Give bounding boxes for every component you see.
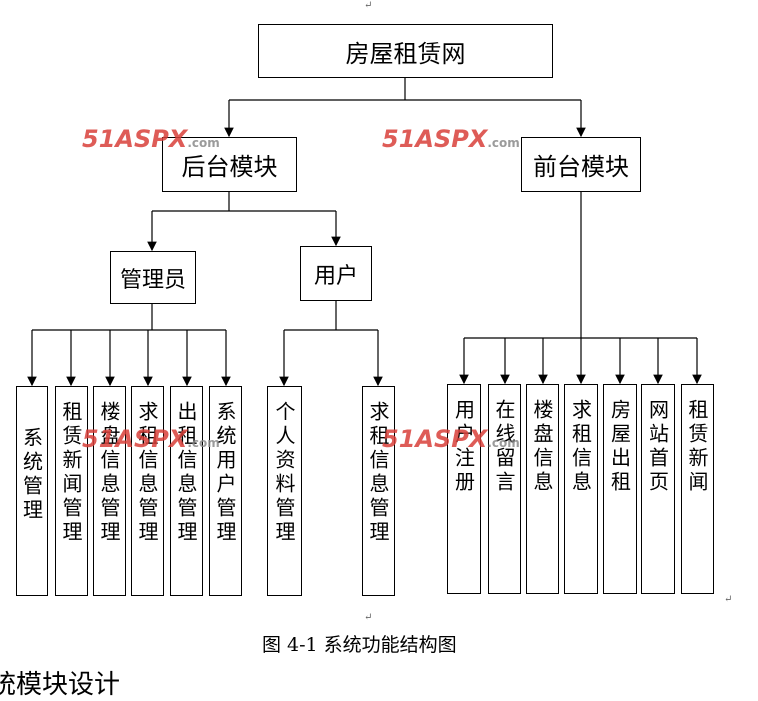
node-frontend-child: 租赁新闻 [681, 384, 714, 594]
node-frontend-child: 在线留言 [488, 384, 521, 594]
node-frontend-child: 求租信息 [564, 384, 598, 594]
node-frontend-child: 网站首页 [641, 384, 675, 594]
node-frontend-child: 楼盘信息 [526, 384, 559, 594]
paragraph-mark: ↵ [364, 612, 373, 623]
node-root: 房屋租赁网 [258, 24, 553, 78]
node-admin-child: 系统用户管理 [209, 386, 242, 596]
node-admin-child: 系统管理 [16, 386, 48, 596]
watermark-logo: 51ASPX.com [82, 425, 220, 453]
paragraph-mark: ↵ [364, 0, 373, 11]
paragraph-mark: ↵ [724, 594, 733, 605]
connector-lines [27, 77, 702, 387]
node-backend: 后台模块 [162, 137, 297, 192]
node-admin-child: 租赁新闻管理 [55, 386, 88, 596]
figure-caption: 图 4-1 系统功能结构图 [262, 634, 457, 656]
watermark-logo: 51ASPX.com [382, 125, 520, 153]
node-admin-child: 求租信息管理 [131, 386, 164, 596]
node-user-child: 求租信息管理 [362, 386, 395, 596]
watermark-logo: 51ASPX.com [82, 125, 220, 153]
watermark-logo: 51ASPX.com [382, 425, 520, 453]
node-user-child: 个人资料管理 [267, 386, 302, 596]
node-frontend-child: 用户注册 [447, 384, 481, 594]
node-frontend-child: 房屋出租 [603, 384, 637, 594]
node-admin-child: 楼盘信息管理 [93, 386, 126, 596]
node-user: 用户 [300, 246, 372, 301]
node-admin-child: 出租信息管理 [170, 386, 203, 596]
node-frontend: 前台模块 [521, 137, 641, 192]
section-heading-partial: 统模块设计 [0, 670, 121, 700]
node-admin: 管理员 [110, 251, 196, 304]
